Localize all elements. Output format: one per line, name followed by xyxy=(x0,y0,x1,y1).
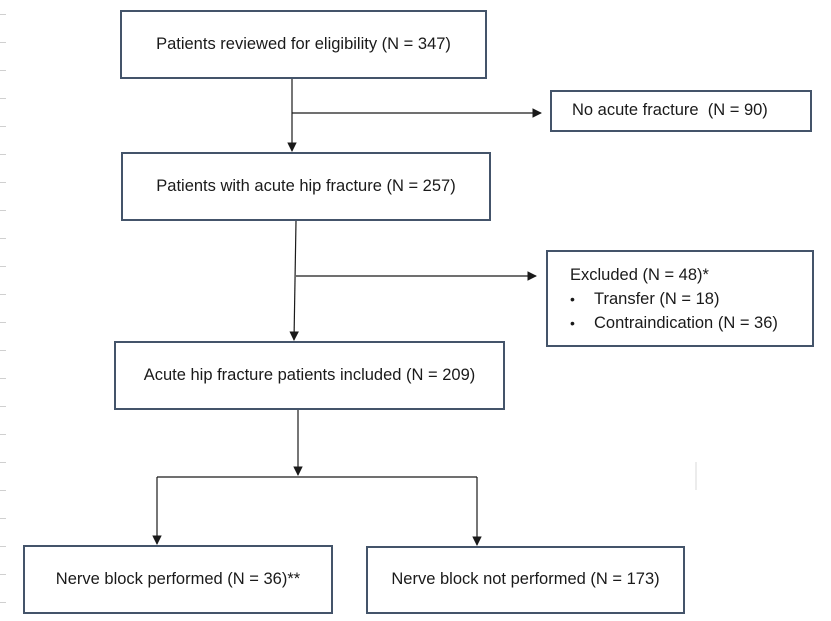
ruler-tick xyxy=(0,518,6,519)
ruler-tick xyxy=(0,574,6,575)
excluded-item-label: Contraindication (N = 36) xyxy=(594,313,778,332)
node-acute: Patients with acute hip fracture (N = 25… xyxy=(121,152,491,221)
node-excluded: Excluded (N = 48)* • Transfer (N = 18) •… xyxy=(546,250,814,347)
ruler-tick xyxy=(0,546,6,547)
node-no-nerve-block: Nerve block not performed (N = 173) xyxy=(366,546,685,614)
ruler-tick xyxy=(0,98,6,99)
excluded-item-label: Transfer (N = 18) xyxy=(594,289,720,308)
bullet-icon: • xyxy=(570,290,575,307)
bullet-icon: • xyxy=(570,314,575,331)
node-acute-label: Patients with acute hip fracture (N = 25… xyxy=(156,176,456,195)
node-excluded-title: Excluded (N = 48)* xyxy=(570,265,709,284)
ruler-tick xyxy=(0,490,6,491)
node-nerve-block-label: Nerve block performed (N = 36)** xyxy=(55,569,301,588)
ruler-tick xyxy=(0,266,6,267)
ruler-tick xyxy=(0,42,6,43)
ruler-tick xyxy=(0,602,6,603)
node-included: Acute hip fracture patients included (N … xyxy=(114,341,505,410)
excluded-item: • Transfer (N = 18) xyxy=(570,287,719,311)
arrow-acute-to-included xyxy=(289,220,299,341)
node-included-label: Acute hip fracture patients included (N … xyxy=(143,365,476,384)
node-no-acute-label: No acute fracture (N = 90) xyxy=(572,101,768,120)
ruler-tick xyxy=(0,126,6,127)
ruler-tick xyxy=(0,406,6,407)
ruler-tick xyxy=(0,182,6,183)
ruler-tick xyxy=(0,154,6,155)
ruler-tick xyxy=(0,238,6,239)
ruler-tick xyxy=(0,434,6,435)
node-no-nerve-block-label: Nerve block not performed (N = 173) xyxy=(391,570,660,589)
ruler-tick xyxy=(0,70,6,71)
ruler-tick xyxy=(0,378,6,379)
node-nerve-block: Nerve block performed (N = 36)** xyxy=(23,545,333,614)
excluded-item: • Contraindication (N = 36) xyxy=(570,311,778,335)
ruler-tick xyxy=(0,210,6,211)
node-no-acute: No acute fracture (N = 90) xyxy=(550,90,812,132)
node-reviewed: Patients reviewed for eligibility (N = 3… xyxy=(120,10,487,79)
ruler-tick xyxy=(0,294,6,295)
ruler-tick xyxy=(0,322,6,323)
node-reviewed-label: Patients reviewed for eligibility (N = 3… xyxy=(156,34,451,53)
ruler-tick xyxy=(0,14,6,15)
ruler-tick xyxy=(0,350,6,351)
ruler-tick xyxy=(0,462,6,463)
